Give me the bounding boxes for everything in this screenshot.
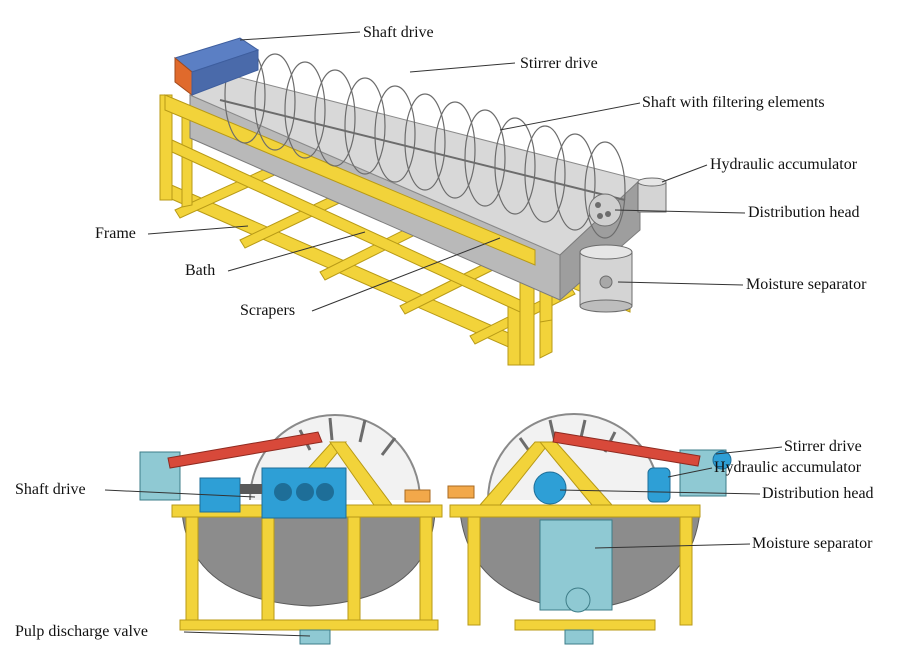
right-equipment	[533, 449, 732, 613]
bottom-right-leader-lines	[559, 446, 783, 549]
left-gate	[404, 489, 431, 503]
left-stirrer-arm	[167, 431, 323, 469]
label-right-hydraulic-accumulator: Hydraulic accumulator	[714, 459, 862, 476]
distribution-head-unit	[588, 193, 622, 227]
left-tank-bowl	[181, 511, 436, 607]
label-top-shaft-filtering: Shaft with filtering elements	[642, 94, 825, 111]
label-top-stirrer-drive: Stirrer drive	[520, 55, 598, 72]
bottom-left-leader-lines	[104, 489, 311, 637]
label-top-moisture-separator: Moisture separator	[746, 276, 867, 293]
bottom-right-view	[447, 413, 783, 645]
label-top-bath: Bath	[185, 262, 216, 279]
label-right-stirrer-drive: Stirrer drive	[784, 438, 862, 455]
shaft-drive-unit	[173, 37, 260, 97]
upper-frame-rail	[164, 94, 536, 266]
label-top-shaft-drive: Shaft drive	[363, 24, 434, 41]
right-discharge-valve	[564, 629, 594, 645]
right-stirrer-arm	[552, 431, 701, 467]
label-top-scrapers: Scrapers	[240, 302, 296, 319]
frame-diagonal	[171, 139, 521, 313]
right-gate	[447, 485, 475, 499]
label-top-hydraulic-accumulator: Hydraulic accumulator	[710, 156, 858, 173]
right-frame	[449, 441, 701, 631]
label-right-moisture-separator: Moisture separator	[752, 535, 873, 552]
hydraulic-accumulator-unit	[637, 177, 667, 213]
label-left-pulp-discharge-valve: Pulp discharge valve	[15, 623, 149, 640]
top-isometric-view	[147, 31, 746, 366]
label-right-distribution-head: Distribution head	[762, 485, 874, 502]
left-drum-spokes	[298, 417, 397, 456]
top-leader-lines	[147, 31, 746, 312]
left-discharge-valve	[299, 629, 331, 645]
right-drum-backdrop	[487, 413, 661, 501]
label-top-distribution-head: Distribution head	[748, 204, 860, 221]
label-top-frame: Frame	[95, 225, 136, 242]
moisture-separator-unit	[579, 244, 633, 313]
label-left-shaft-drive: Shaft drive	[15, 481, 86, 498]
bottom-left-view	[104, 414, 443, 645]
